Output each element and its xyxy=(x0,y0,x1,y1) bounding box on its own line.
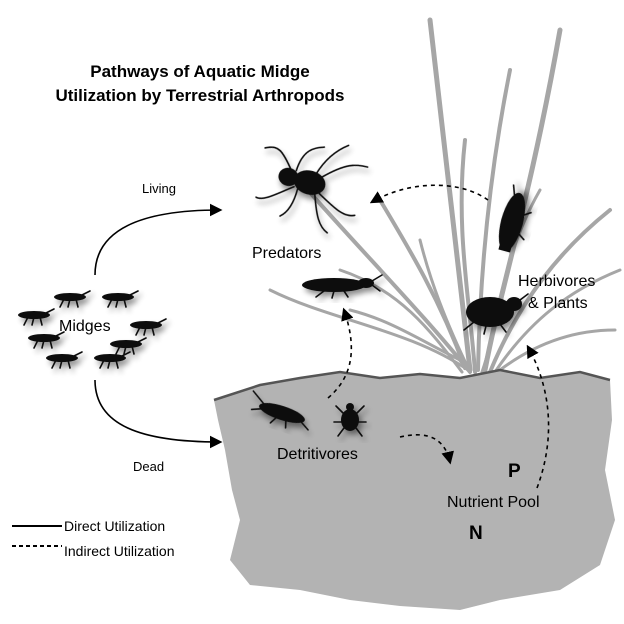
predators-label: Predators xyxy=(252,245,321,262)
arrow-nutrients-to-plants xyxy=(526,344,550,489)
arrow-herbivores-to-predators xyxy=(369,184,489,204)
springtail-icon xyxy=(250,390,309,431)
midge-icon xyxy=(130,318,167,336)
legend: Direct Utilization Indirect Utilization xyxy=(12,518,175,559)
arrow-dead xyxy=(94,379,223,449)
diagram-title-line1: Pathways of Aquatic Midge xyxy=(90,62,309,81)
nutrient-p-label: P xyxy=(508,461,521,482)
midge-icon xyxy=(46,351,83,369)
nutrient-n-label: N xyxy=(469,523,483,544)
midge-icon xyxy=(54,290,91,308)
herbivores-label-line1: Herbivores xyxy=(518,273,595,290)
arrow-detritivores-to-nutrients xyxy=(399,433,454,465)
arrow-detritivores-to-predators xyxy=(327,307,354,399)
detritivores-label: Detritivores xyxy=(277,446,358,463)
beetle-icon xyxy=(463,293,529,335)
midges-cluster xyxy=(18,290,167,369)
midge-icon xyxy=(94,351,131,369)
midge-icon xyxy=(18,308,55,326)
arrow-living xyxy=(94,203,223,276)
herbivore-beetle-icon xyxy=(498,184,532,253)
dead-label: Dead xyxy=(133,459,164,474)
diagram-title-line2: Utilization by Terrestrial Arthropods xyxy=(55,86,344,105)
legend-indirect-label: Indirect Utilization xyxy=(64,543,175,559)
herbivores-label-line2: & Plants xyxy=(528,295,588,312)
plant-grass xyxy=(268,17,622,374)
spider-icon xyxy=(255,144,369,234)
midge-icon xyxy=(110,337,147,355)
soil-mass xyxy=(214,370,615,610)
midges-label: Midges xyxy=(59,318,111,335)
legend-direct-label: Direct Utilization xyxy=(64,518,165,534)
midge-icon xyxy=(102,290,139,308)
living-label: Living xyxy=(142,181,176,196)
midge-icon xyxy=(28,331,65,349)
weevil-icon xyxy=(302,274,383,299)
mite-icon xyxy=(333,403,367,437)
soil-surface-edge xyxy=(213,368,611,402)
nutrient-pool-label: Nutrient Pool xyxy=(447,494,540,511)
